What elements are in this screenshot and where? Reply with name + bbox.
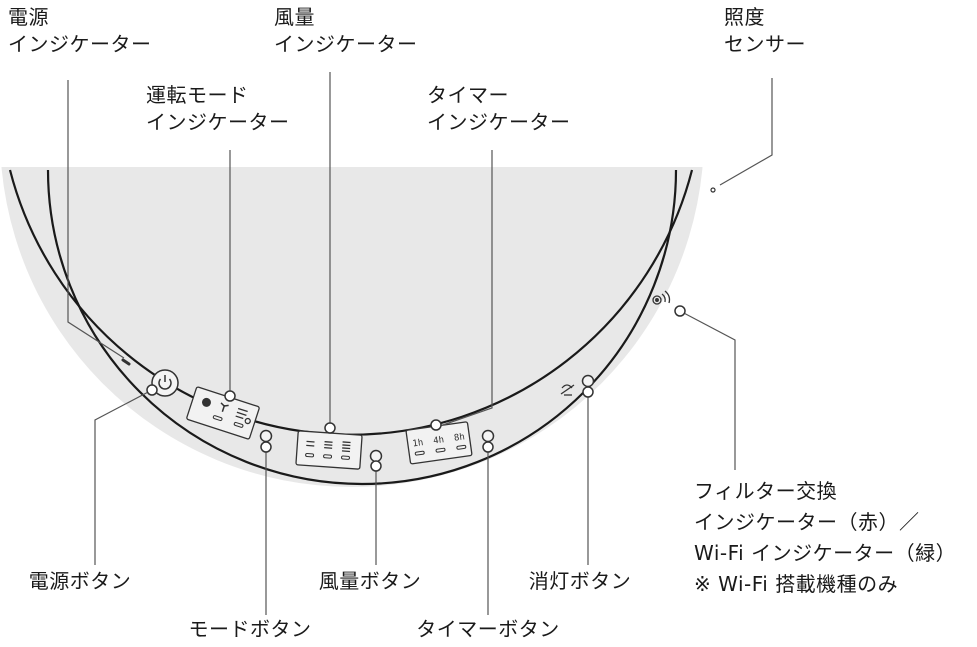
dot-mode-indicator: [224, 390, 236, 402]
dot-fan-speed-button: [370, 460, 382, 472]
label-light-sensor-line2: センサー: [724, 32, 806, 56]
dot-fan-speed-indicator: [324, 422, 336, 434]
fan-speed-indicator: [295, 430, 363, 470]
fan-icon: [220, 402, 229, 412]
mode-button[interactable]: [259, 429, 273, 443]
label-timer-indicator-line1: タイマー: [427, 83, 509, 107]
leader-wifi-indicator: [679, 310, 736, 470]
timer-mark-4h: 4h: [433, 435, 445, 446]
label-light-sensor: 照度 センサー: [724, 4, 806, 58]
dot-timer-indicator: [430, 419, 442, 431]
dot-power-button: [146, 384, 158, 396]
label-filter-wifi-line4: ※ Wi-Fi 搭載機種のみ: [694, 572, 899, 596]
label-mode-button: モードボタン: [188, 617, 312, 641]
label-timer-indicator: タイマー インジケーター: [427, 82, 571, 136]
dot-light-off-button: [582, 386, 594, 398]
label-power-indicator-line2: インジケーター: [8, 32, 152, 56]
leader-dots: [146, 305, 686, 472]
label-fan-speed-button: 風量ボタン: [318, 569, 422, 593]
label-light-off-button: 消灯ボタン: [528, 569, 632, 593]
light-sensor: [710, 187, 716, 193]
inner-body-edge: [46, 169, 678, 486]
power-button[interactable]: [151, 369, 179, 397]
leader-power-button: [94, 389, 153, 565]
label-mode-indicator-line2: インジケーター: [146, 110, 290, 134]
label-power-button: 電源ボタン: [28, 569, 132, 593]
wifi-icon: [652, 290, 671, 305]
timer-button[interactable]: [481, 429, 495, 443]
dot-mode-button: [260, 441, 272, 453]
leader-lines: [67, 72, 773, 615]
label-filter-wifi-line2: インジケーター（赤）／: [694, 510, 920, 534]
label-mode-indicator-line1: 運転モード: [146, 83, 249, 107]
dot-wifi-indicator: [674, 305, 686, 317]
label-filter-wifi-line3: Wi-Fi インジケーター（緑）: [694, 541, 957, 565]
fan-speed-button[interactable]: [369, 449, 383, 463]
label-power-indicator-line1: 電源: [8, 5, 49, 29]
label-timer-button: タイマーボタン: [416, 617, 560, 641]
timer-mark-8h: 8h: [453, 432, 465, 443]
leader-timer-indicator: [439, 150, 493, 427]
power-icon: [158, 375, 172, 390]
leader-light-sensor: [719, 78, 773, 186]
timer-mark-1h: 1h: [412, 438, 424, 449]
dot-timer-button: [482, 441, 494, 453]
light-off-icon: [560, 384, 575, 396]
label-fan-speed-indicator-line2: インジケーター: [274, 32, 418, 56]
label-mode-indicator: 運転モード インジケーター: [146, 82, 290, 136]
mode-fan-icon: [235, 407, 251, 425]
label-timer-indicator-line2: インジケーター: [427, 110, 571, 134]
leader-power-indicator: [67, 80, 125, 359]
label-fan-speed-indicator: 風量 インジケーター: [274, 4, 418, 58]
label-filter-wifi-indicator: フィルター交換 インジケーター（赤）／ Wi-Fi インジケーター（緑） ※ W…: [694, 476, 956, 600]
power-indicator-led: [121, 358, 131, 366]
label-power-indicator: 電源 インジケーター: [8, 4, 152, 58]
mode-auto-icon: [201, 397, 211, 407]
label-light-sensor-line1: 照度: [724, 5, 765, 29]
label-filter-wifi-line1: フィルター交換: [694, 479, 838, 503]
label-fan-speed-indicator-line1: 風量: [274, 5, 315, 29]
light-off-button[interactable]: [581, 374, 595, 388]
